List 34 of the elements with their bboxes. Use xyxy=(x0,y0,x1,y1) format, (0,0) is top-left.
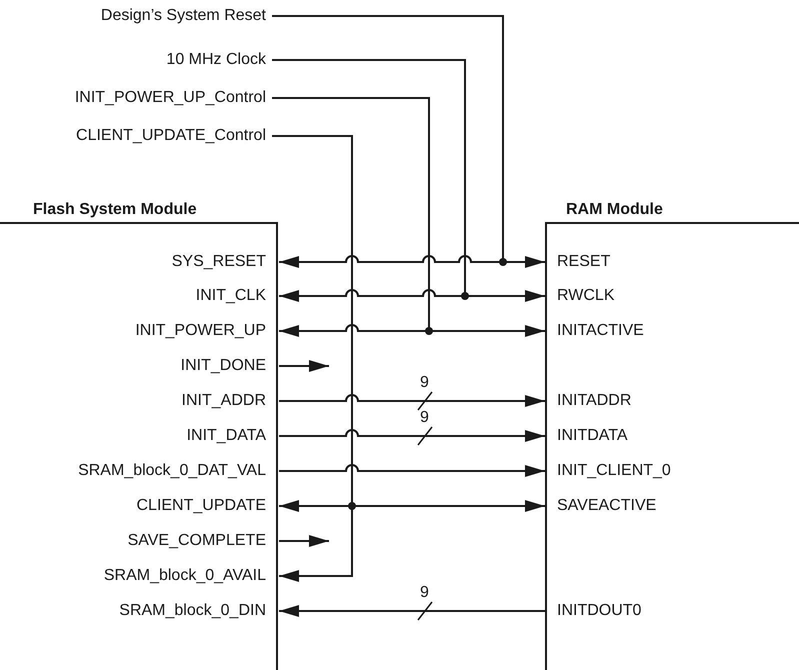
module-block xyxy=(0,200,278,670)
port-label: RWCLK xyxy=(557,286,614,306)
port-label: CLIENT_UPDATE xyxy=(136,496,266,516)
port-label: INIT_ADDR xyxy=(182,391,266,411)
arrow xyxy=(279,429,545,442)
module-heading: Flash System Module xyxy=(33,200,197,220)
port-label: INIT_CLIENT_0 xyxy=(557,461,671,481)
arrow xyxy=(279,394,545,407)
port-label: INITDATA xyxy=(557,426,628,446)
arrow xyxy=(279,605,545,617)
port-label: SRAM_block_0_DIN xyxy=(119,601,266,621)
port-label: SRAM_block_0_DAT_VAL xyxy=(78,461,266,481)
port-label: INIT_DONE xyxy=(180,356,266,376)
port-label: INITACTIVE xyxy=(557,321,644,341)
signal-label: Design’s System Reset xyxy=(100,6,266,26)
port-label: SAVEACTIVE xyxy=(557,496,656,516)
port-label: INITADDR xyxy=(557,391,632,411)
arrow xyxy=(272,135,353,582)
arrow xyxy=(279,464,545,477)
signal-label: 10 MHz Clock xyxy=(166,50,266,70)
signal-label: INIT_POWER_UP_Control xyxy=(74,88,266,108)
signal-label: CLIENT_UPDATE_Control xyxy=(76,126,266,146)
port-label: RESET xyxy=(557,252,610,272)
port-label: SAVE_COMPLETE xyxy=(128,531,266,551)
port-label: SRAM_block_0_AVAIL xyxy=(104,566,266,586)
port-label: INIT_CLK xyxy=(196,286,266,306)
port-label: INITDOUT0 xyxy=(557,601,642,621)
module-block xyxy=(545,200,799,670)
port-label: INIT_DATA xyxy=(186,426,266,446)
port-label: INIT_POWER_UP xyxy=(135,321,266,341)
port-label: SYS_RESET xyxy=(172,252,266,272)
arrow xyxy=(279,360,329,372)
module-heading: RAM Module xyxy=(566,200,663,220)
arrow xyxy=(279,535,329,547)
